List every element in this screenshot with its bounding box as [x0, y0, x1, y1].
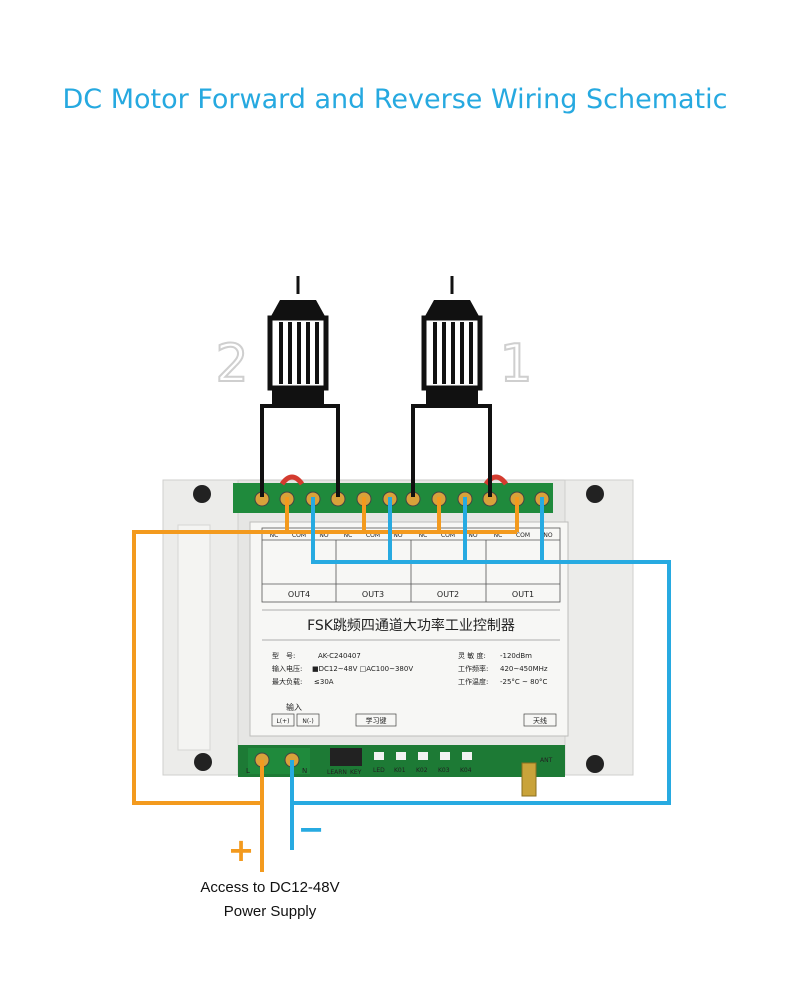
out-label-2: OUT2: [437, 590, 459, 599]
spec-value-model: AK-C240407: [318, 652, 361, 660]
antenna-label: 天线: [533, 716, 547, 725]
top-terminal-screws: [254, 491, 550, 507]
motor-2-cap: [270, 300, 326, 318]
led-k02: [418, 752, 428, 760]
antenna-box: [523, 713, 557, 727]
housing-right-flange: [564, 479, 634, 776]
contact-label: NC: [494, 532, 503, 539]
input-terminal-n: N(-): [302, 718, 313, 725]
contact-label: COM: [366, 532, 380, 539]
mount-hole-bottom-right: [586, 755, 604, 773]
mount-hole-top-right: [586, 485, 604, 503]
input-terminal-l: L(+): [276, 718, 289, 725]
learn-button-box: [355, 713, 397, 727]
caption-line-2: Power Supply: [223, 903, 317, 920]
minus-sign: −: [298, 810, 325, 848]
input-terminal-box-l: [271, 713, 295, 727]
input-terminal-box-n: [296, 713, 320, 727]
motor-1-base: [426, 388, 478, 406]
antenna-connector: [521, 762, 537, 797]
spec-label-temperature: 工作温度:: [458, 677, 488, 686]
contact-label: NO: [319, 532, 328, 539]
contact-label: NC: [419, 532, 428, 539]
led-status: [374, 752, 384, 760]
led-k03: [440, 752, 450, 760]
motor-2-wire: [260, 404, 340, 497]
led-k01: [396, 752, 406, 760]
learn-key-switch: [330, 748, 362, 766]
spec-label-sensitivity: 灵 敏 度:: [458, 651, 486, 660]
learn-button-label: 学习键: [366, 716, 387, 725]
bottom-label-key: KEY: [350, 769, 362, 776]
front-label-panel: [249, 521, 569, 737]
motor-2: [267, 276, 329, 406]
motor-1-wire: [411, 404, 492, 497]
power-supply-caption: Access to DC12-48V Power Supply: [150, 876, 390, 924]
spec-label-voltage: 输入电压:: [272, 664, 302, 673]
spec-label-model: 型 号:: [272, 651, 295, 660]
motor-2-number: 2: [215, 334, 248, 394]
positive-wire: [132, 497, 519, 872]
out-label-3: OUT3: [362, 590, 384, 599]
out-label-4: OUT4: [288, 590, 310, 599]
bottom-label-k03: K03: [438, 767, 450, 774]
mount-hole-top-left: [193, 485, 211, 503]
out-label-1: OUT1: [512, 590, 534, 599]
bottom-label-learn: LEARN: [327, 769, 347, 776]
mount-hole-bottom-left: [194, 753, 212, 771]
bottom-label-k02: K02: [416, 767, 428, 774]
bottom-label-l: L: [246, 767, 250, 775]
din-rail-slot: [177, 524, 211, 751]
page-title: DC Motor Forward and Reverse Wiring Sche…: [62, 84, 728, 115]
jumper-cap-left: [279, 474, 305, 486]
spec-value-sensitivity: -120dBm: [500, 652, 532, 660]
contact-label: NC: [344, 532, 353, 539]
bottom-label-led: LED: [373, 767, 385, 774]
motor-2-base: [272, 388, 324, 406]
contact-label: COM: [441, 532, 455, 539]
jumper-cap-right: [483, 474, 509, 486]
spec-value-load: ≤30A: [314, 678, 334, 686]
bottom-label-ant: ANT: [540, 757, 553, 764]
spec-value-voltage: ■DC12~48V □AC100~380V: [312, 665, 413, 673]
caption-line-1: Access to DC12-48V: [200, 879, 340, 896]
controller-name: FSK跳频四通道大功率工业控制器: [307, 617, 515, 634]
spec-label-frequency: 工作频率:: [458, 664, 488, 673]
bottom-label-n: N: [302, 767, 307, 775]
bottom-label-k04: K04: [460, 767, 472, 774]
motor-1-number: 1: [499, 334, 532, 394]
input-label: 输入: [286, 702, 302, 712]
contact-label: COM: [292, 532, 306, 539]
contact-label: COM: [516, 532, 530, 539]
contact-label: NO: [543, 532, 552, 539]
led-k04: [462, 752, 472, 760]
negative-wire: [290, 497, 671, 850]
contact-label: NO: [393, 532, 402, 539]
motor-1-cap: [424, 300, 480, 318]
contact-label: NC: [270, 532, 279, 539]
spec-label-load: 最大负载:: [272, 677, 302, 686]
spec-value-temperature: -25°C ~ 80°C: [500, 678, 548, 686]
spec-value-frequency: 420~450MHz: [500, 665, 548, 673]
contact-label: NO: [468, 532, 477, 539]
plus-sign: +: [228, 831, 255, 869]
motor-1: [421, 276, 483, 406]
relay-contact-labels: NC COM NO NC COM NO NC COM NO NC COM NO: [270, 532, 553, 539]
bottom-label-k01: K01: [394, 767, 406, 774]
